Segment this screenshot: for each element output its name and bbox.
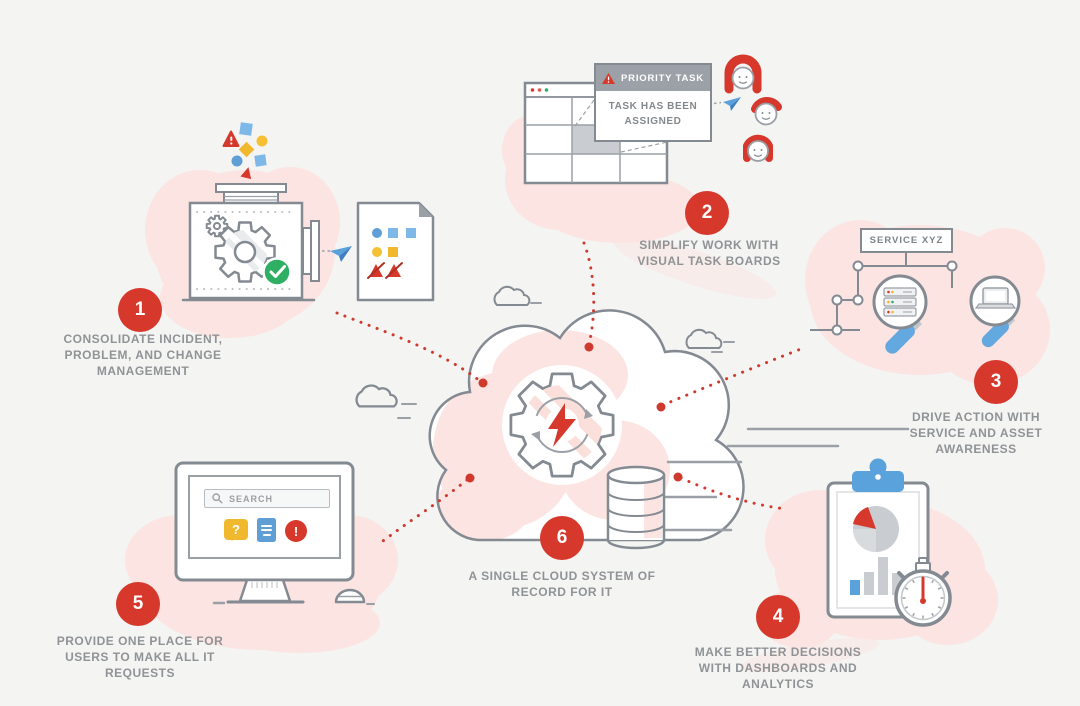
dashboard-illustration: [826, 458, 952, 627]
step-badge-5: 5: [116, 582, 160, 626]
machine-gear-icon: [214, 221, 276, 283]
step-label-4: MAKE BETTER DECISIONS WITH DASHBOARDS AN…: [694, 645, 862, 691]
stopwatch-icon: [894, 557, 952, 627]
step-badge-4: 4: [756, 595, 800, 639]
paper-plane-icon: [723, 97, 741, 111]
avatar-man-hair: [751, 97, 782, 113]
check-icon: [262, 257, 292, 287]
sorted-document-icon: [356, 201, 435, 302]
incident-alert-icon[interactable]: !: [285, 520, 307, 542]
step-label-2: SIMPLIFY WORK WITH VISUAL TASK BOARDS: [637, 238, 781, 268]
step-badge-2: 2: [685, 191, 729, 235]
warning-icon: [602, 72, 616, 84]
machine-illustration: [181, 122, 435, 302]
step-badge-6: 6: [540, 516, 584, 560]
paper-plane-icon: [330, 246, 352, 262]
step-label-5: PROVIDE ONE PLACE FOR USERS TO MAKE ALL …: [56, 634, 224, 680]
priority-task-popup: PRIORITY TASK TASK HAS BEEN ASSIGNED: [594, 63, 712, 142]
popup-header: PRIORITY TASK: [596, 65, 710, 91]
avatar-bob-hair: [743, 134, 773, 162]
bar-chart-icon: [850, 557, 902, 595]
request-doc-icon[interactable]: [257, 518, 276, 542]
search-icon: [212, 493, 223, 504]
clipboard-clip: [852, 458, 904, 492]
step-label-3: DRIVE ACTION WITH SERVICE AND ASSET AWAR…: [909, 410, 1043, 456]
service-node-label: SERVICE XYZ: [869, 235, 944, 246]
alert-glyph: !: [293, 523, 299, 539]
user-avatars: [713, 54, 782, 162]
database-icon: [606, 465, 666, 550]
refresh-arrows-icon: [531, 396, 593, 454]
question-glyph: ?: [232, 522, 240, 537]
step-badge-3: 3: [974, 360, 1018, 404]
step-badge-1: 1: [118, 288, 162, 332]
popup-message: TASK HAS BEEN ASSIGNED: [608, 101, 698, 127]
decorative-clouds: [355, 285, 735, 419]
lightning-bolt-icon: [548, 403, 576, 447]
help-icon[interactable]: ?: [224, 519, 248, 541]
dotted-connectors: [335, 241, 808, 546]
avatar-long-hair: [724, 54, 762, 94]
popup-title: PRIORITY TASK: [621, 72, 704, 84]
search-placeholder: SEARCH: [229, 493, 274, 504]
step-label-1: CONSOLIDATE INCIDENT, PROBLEM, AND CHANG…: [63, 332, 223, 378]
mouse-icon: [334, 588, 375, 605]
service-map-illustration: [810, 253, 1021, 354]
connector-dots: [465, 342, 683, 483]
falling-shapes-icon: [222, 122, 268, 180]
magnifier-laptop-icon: [969, 275, 1021, 348]
speed-lines: [660, 427, 910, 532]
pie-chart-icon: [853, 506, 899, 552]
search-input[interactable]: SEARCH: [204, 489, 330, 508]
step-label-6: A SINGLE CLOUD SYSTEM OF RECORD FOR IT: [468, 569, 656, 599]
service-node-box: SERVICE XYZ: [860, 228, 953, 253]
magnifier-server-icon: [872, 274, 928, 354]
